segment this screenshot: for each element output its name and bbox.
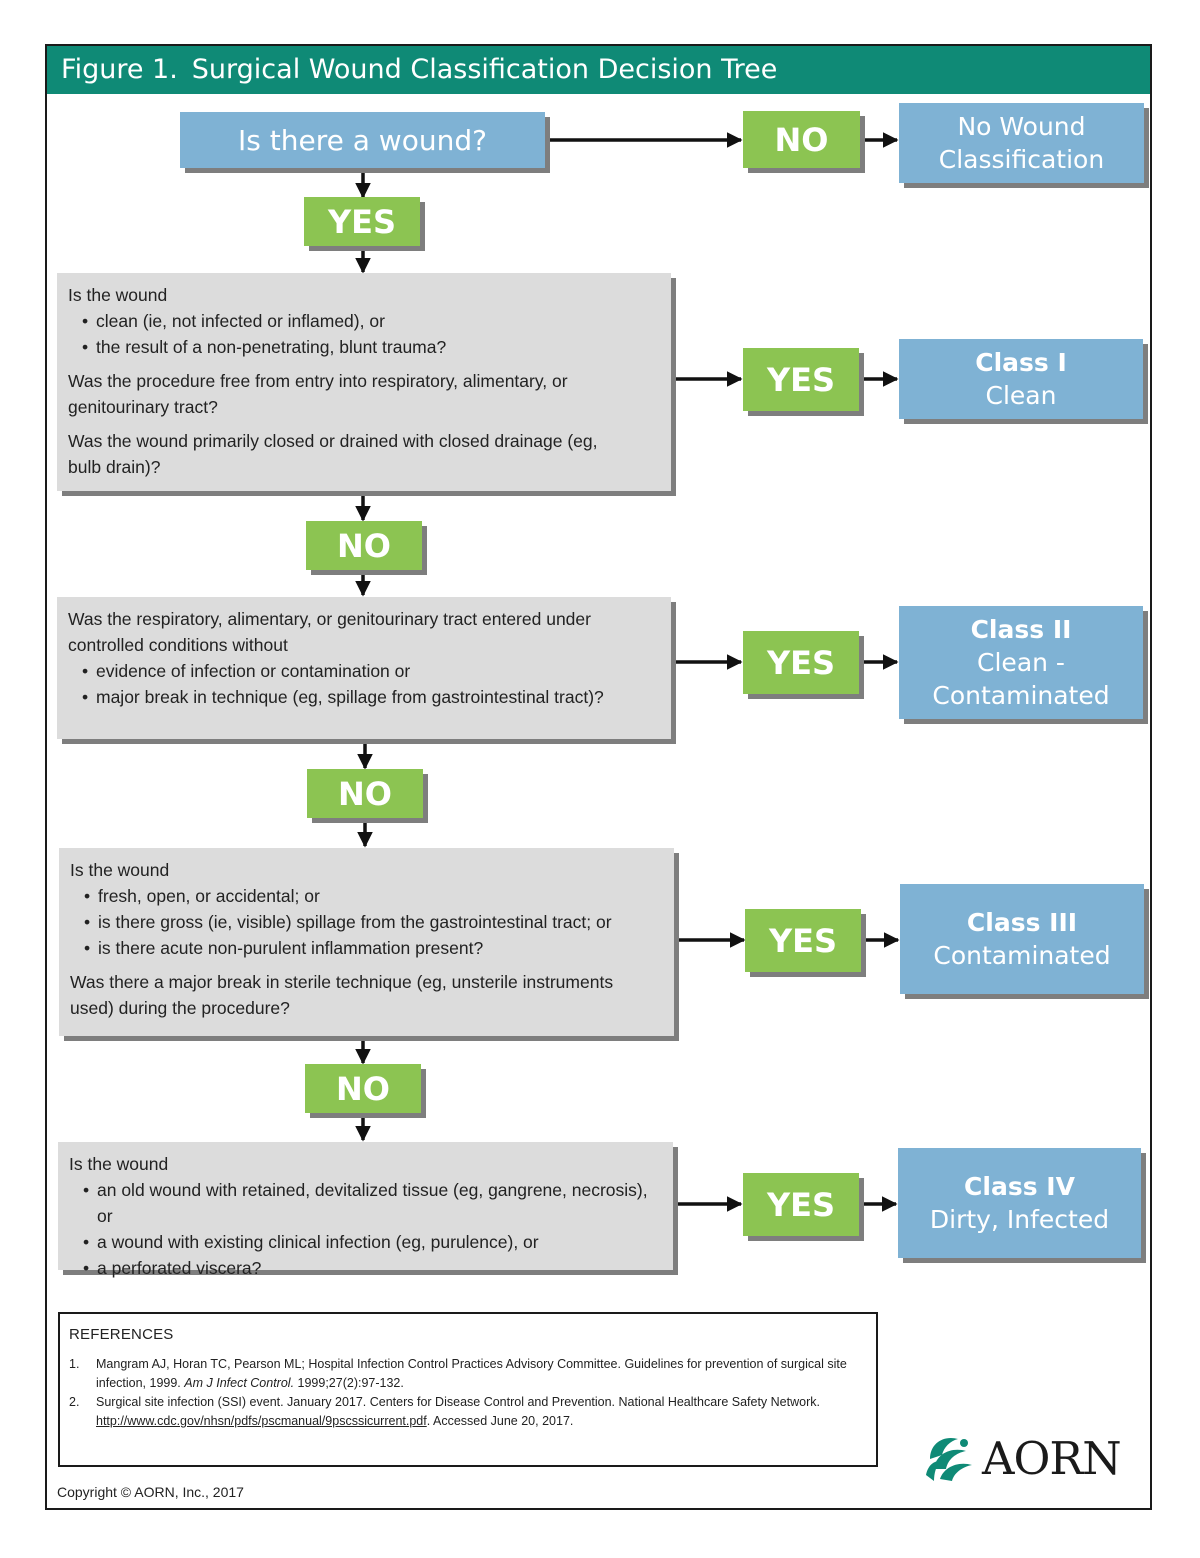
- reference-tail: . Accessed June 20, 2017.: [426, 1414, 574, 1428]
- criteria-bullet: an old wound with retained, devitalized …: [83, 1177, 663, 1229]
- class-2-box: Class II Clean - Contaminated: [899, 606, 1143, 719]
- no-wound-classification-box: No Wound Classification: [899, 103, 1144, 183]
- yes-text: YES: [327, 202, 397, 241]
- no-label-2: NO: [307, 769, 423, 818]
- criteria-bullet: fresh, open, or accidental; or: [84, 883, 664, 909]
- reference-item: 2. Surgical site infection (SSI) event. …: [69, 1393, 866, 1431]
- class-4-box: Class IV Dirty, Infected: [898, 1148, 1141, 1258]
- no-label-top: NO: [743, 111, 860, 168]
- no-text: NO: [336, 1069, 390, 1108]
- yes-label-class-3: YES: [745, 909, 861, 972]
- reference-number: 1.: [69, 1357, 80, 1371]
- yes-text: YES: [766, 360, 836, 399]
- criteria-box-class-4: Is the wound an old wound with retained,…: [58, 1142, 673, 1281]
- class-name: Clean: [985, 381, 1057, 410]
- class-name-line1: Clean -: [977, 648, 1065, 677]
- question-box-is-there-a-wound: Is there a wound?: [180, 112, 545, 168]
- class-name-line2: Contaminated: [932, 681, 1110, 710]
- aorn-wordmark: AORN: [982, 1432, 1122, 1485]
- references-box: REFERENCES 1. Mangram AJ, Horan TC, Pear…: [58, 1312, 878, 1467]
- reference-item: 1. Mangram AJ, Horan TC, Pearson ML; Hos…: [69, 1355, 866, 1393]
- figure-header: Figure 1. Surgical Wound Classification D…: [47, 46, 1150, 94]
- footer-area: REFERENCES 1. Mangram AJ, Horan TC, Pear…: [45, 44, 1152, 1510]
- yes-text: YES: [766, 1185, 836, 1224]
- criteria-bullet: a wound with existing clinical infection…: [83, 1229, 663, 1255]
- criteria-intro: Is the wound: [70, 860, 170, 880]
- class-name: Dirty, Infected: [929, 1205, 1110, 1234]
- criteria-bullets: an old wound with retained, devitalized …: [69, 1177, 663, 1281]
- class-title: Class IV: [964, 1172, 1075, 1201]
- criteria-question: Was the wound primarily closed or draine…: [68, 431, 598, 477]
- figure-frame: Figure 1. Surgical Wound Classification D…: [45, 44, 1152, 1510]
- criteria-bullets: evidence of infection or contamination o…: [68, 658, 661, 710]
- class-3-box: Class III Contaminated: [900, 884, 1144, 994]
- criteria-box-class-3: Is the wound fresh, open, or accidental;…: [59, 848, 674, 1036]
- criteria-intro: Is the wound: [68, 285, 168, 305]
- criteria-bullet: major break in technique (eg, spillage f…: [82, 684, 661, 710]
- no-label-1: NO: [306, 521, 422, 570]
- figure-number: Figure 1.: [61, 54, 178, 85]
- yes-text: YES: [766, 643, 836, 682]
- references-heading: REFERENCES: [69, 1326, 174, 1343]
- yes-label-class-2: YES: [743, 631, 859, 694]
- criteria-intro: Was the respiratory, alimentary, or geni…: [68, 609, 591, 655]
- class-title: Class III: [966, 908, 1078, 937]
- references-list: 1. Mangram AJ, Horan TC, Pearson ML; Hos…: [69, 1355, 866, 1431]
- reference-tail: 1999;27(2):97-132.: [297, 1376, 404, 1390]
- no-label-3: NO: [305, 1064, 421, 1113]
- reference-text: Surgical site infection (SSI) event. Jan…: [96, 1395, 820, 1409]
- criteria-bullet: a perforated viscera?: [83, 1255, 663, 1281]
- no-text: NO: [338, 774, 392, 813]
- no-text: NO: [774, 120, 829, 159]
- criteria-intro: Is the wound: [69, 1154, 169, 1174]
- class-name: Contaminated: [933, 941, 1111, 970]
- criteria-bullet: the result of a non-penetrating, blunt t…: [82, 334, 661, 360]
- aorn-logo: AORN: [920, 1429, 1135, 1489]
- class-1-box: Class I Clean: [899, 339, 1143, 419]
- copyright-text: Copyright © AORN, Inc., 2017: [57, 1484, 244, 1500]
- yes-label-1: YES: [304, 197, 420, 246]
- class-title: Class I: [975, 348, 1067, 377]
- criteria-box-class-2: Was the respiratory, alimentary, or geni…: [57, 597, 671, 739]
- yes-label-class-1: YES: [743, 348, 859, 411]
- no-wound-line1: No Wound: [957, 112, 1086, 141]
- yes-text: YES: [768, 921, 838, 960]
- criteria-bullets: fresh, open, or accidental; or is there …: [70, 883, 664, 961]
- no-wound-line2: Classification: [938, 145, 1105, 174]
- criteria-question: Was there a major break in sterile techn…: [70, 972, 614, 1018]
- criteria-box-class-1: Is the wound clean (ie, not infected or …: [57, 273, 671, 491]
- criteria-bullet: is there acute non-purulent inflammation…: [84, 935, 664, 961]
- criteria-bullet: is there gross (ie, visible) spillage fr…: [84, 909, 664, 935]
- yes-label-class-4: YES: [743, 1173, 859, 1236]
- reference-number: 2.: [69, 1395, 80, 1409]
- figure-title: Figure 1. Surgical Wound Classification D…: [61, 52, 777, 88]
- criteria-bullets: clean (ie, not infected or inflamed), or…: [68, 308, 661, 360]
- reference-link[interactable]: http://www.cdc.gov/nhsn/pdfs/pscmanual/9…: [96, 1414, 427, 1428]
- criteria-question: Was the procedure free from entry into r…: [68, 371, 568, 417]
- figure-title-text: Surgical Wound Classification Decision T…: [191, 54, 778, 85]
- class-title: Class II: [970, 615, 1072, 644]
- reference-journal: Am J Infect Control.: [184, 1376, 295, 1390]
- aorn-leaf-logo-icon: [926, 1437, 972, 1481]
- criteria-bullet: clean (ie, not infected or inflamed), or: [82, 308, 661, 334]
- question-text: Is there a wound?: [238, 123, 487, 157]
- reference-text: Mangram AJ, Horan TC, Pearson ML; Hospit…: [96, 1357, 847, 1390]
- criteria-bullet: evidence of infection or contamination o…: [82, 658, 661, 684]
- no-text: NO: [337, 526, 391, 565]
